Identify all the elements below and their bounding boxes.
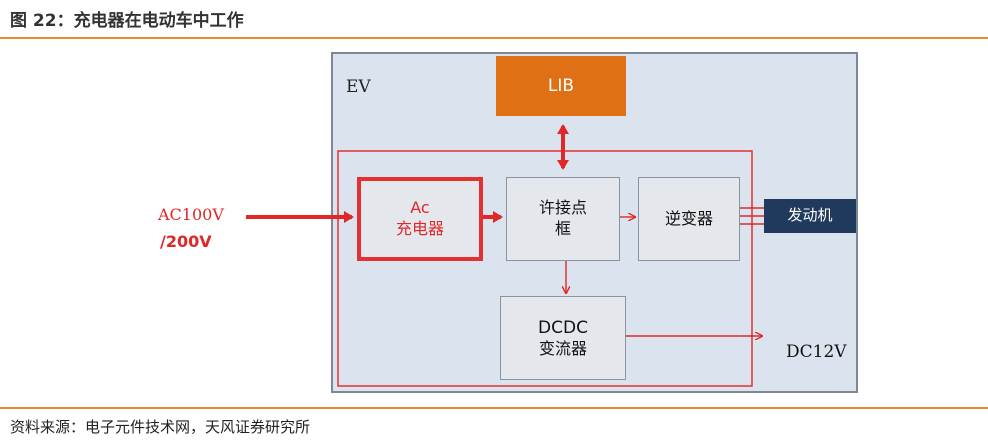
source-note: 资料来源：电子元件技术网，天风证券研究所 — [10, 418, 311, 436]
inverter-label: 逆变器 — [664, 208, 713, 228]
dc12v-label: DC12V — [786, 342, 847, 362]
ac-input-label-line1: AC100V — [158, 205, 224, 224]
switch-label-line1: 许接点 — [538, 198, 587, 218]
charger-label-line1: Ac — [410, 198, 430, 218]
dcdc-label-line1: DCDC — [538, 317, 588, 338]
dcdc-label-line2: 变流器 — [538, 338, 587, 358]
charger-label-line2: 充电器 — [395, 219, 444, 238]
lib-box: LIB — [496, 56, 626, 116]
ev-label: EV — [346, 77, 371, 97]
switch-label-line2: 框 — [554, 219, 571, 238]
ac-charger-box: Ac 充电器 — [357, 177, 483, 261]
ac-input-label-line2: /200V — [160, 232, 212, 251]
dcdc-box: DCDC 变流器 — [500, 296, 626, 380]
inverter-box: 逆变器 — [638, 177, 740, 261]
switch-box: 许接点 框 — [506, 177, 620, 261]
motor-box: 发动机 — [764, 199, 856, 233]
lib-label: LIB — [547, 75, 575, 96]
bottom-rule — [0, 407, 988, 409]
motor-label: 发动机 — [787, 206, 833, 225]
figure-title: 图 22：充电器在电动车中工作 — [10, 11, 244, 31]
power-loop — [337, 150, 753, 387]
top-rule — [0, 37, 988, 39]
